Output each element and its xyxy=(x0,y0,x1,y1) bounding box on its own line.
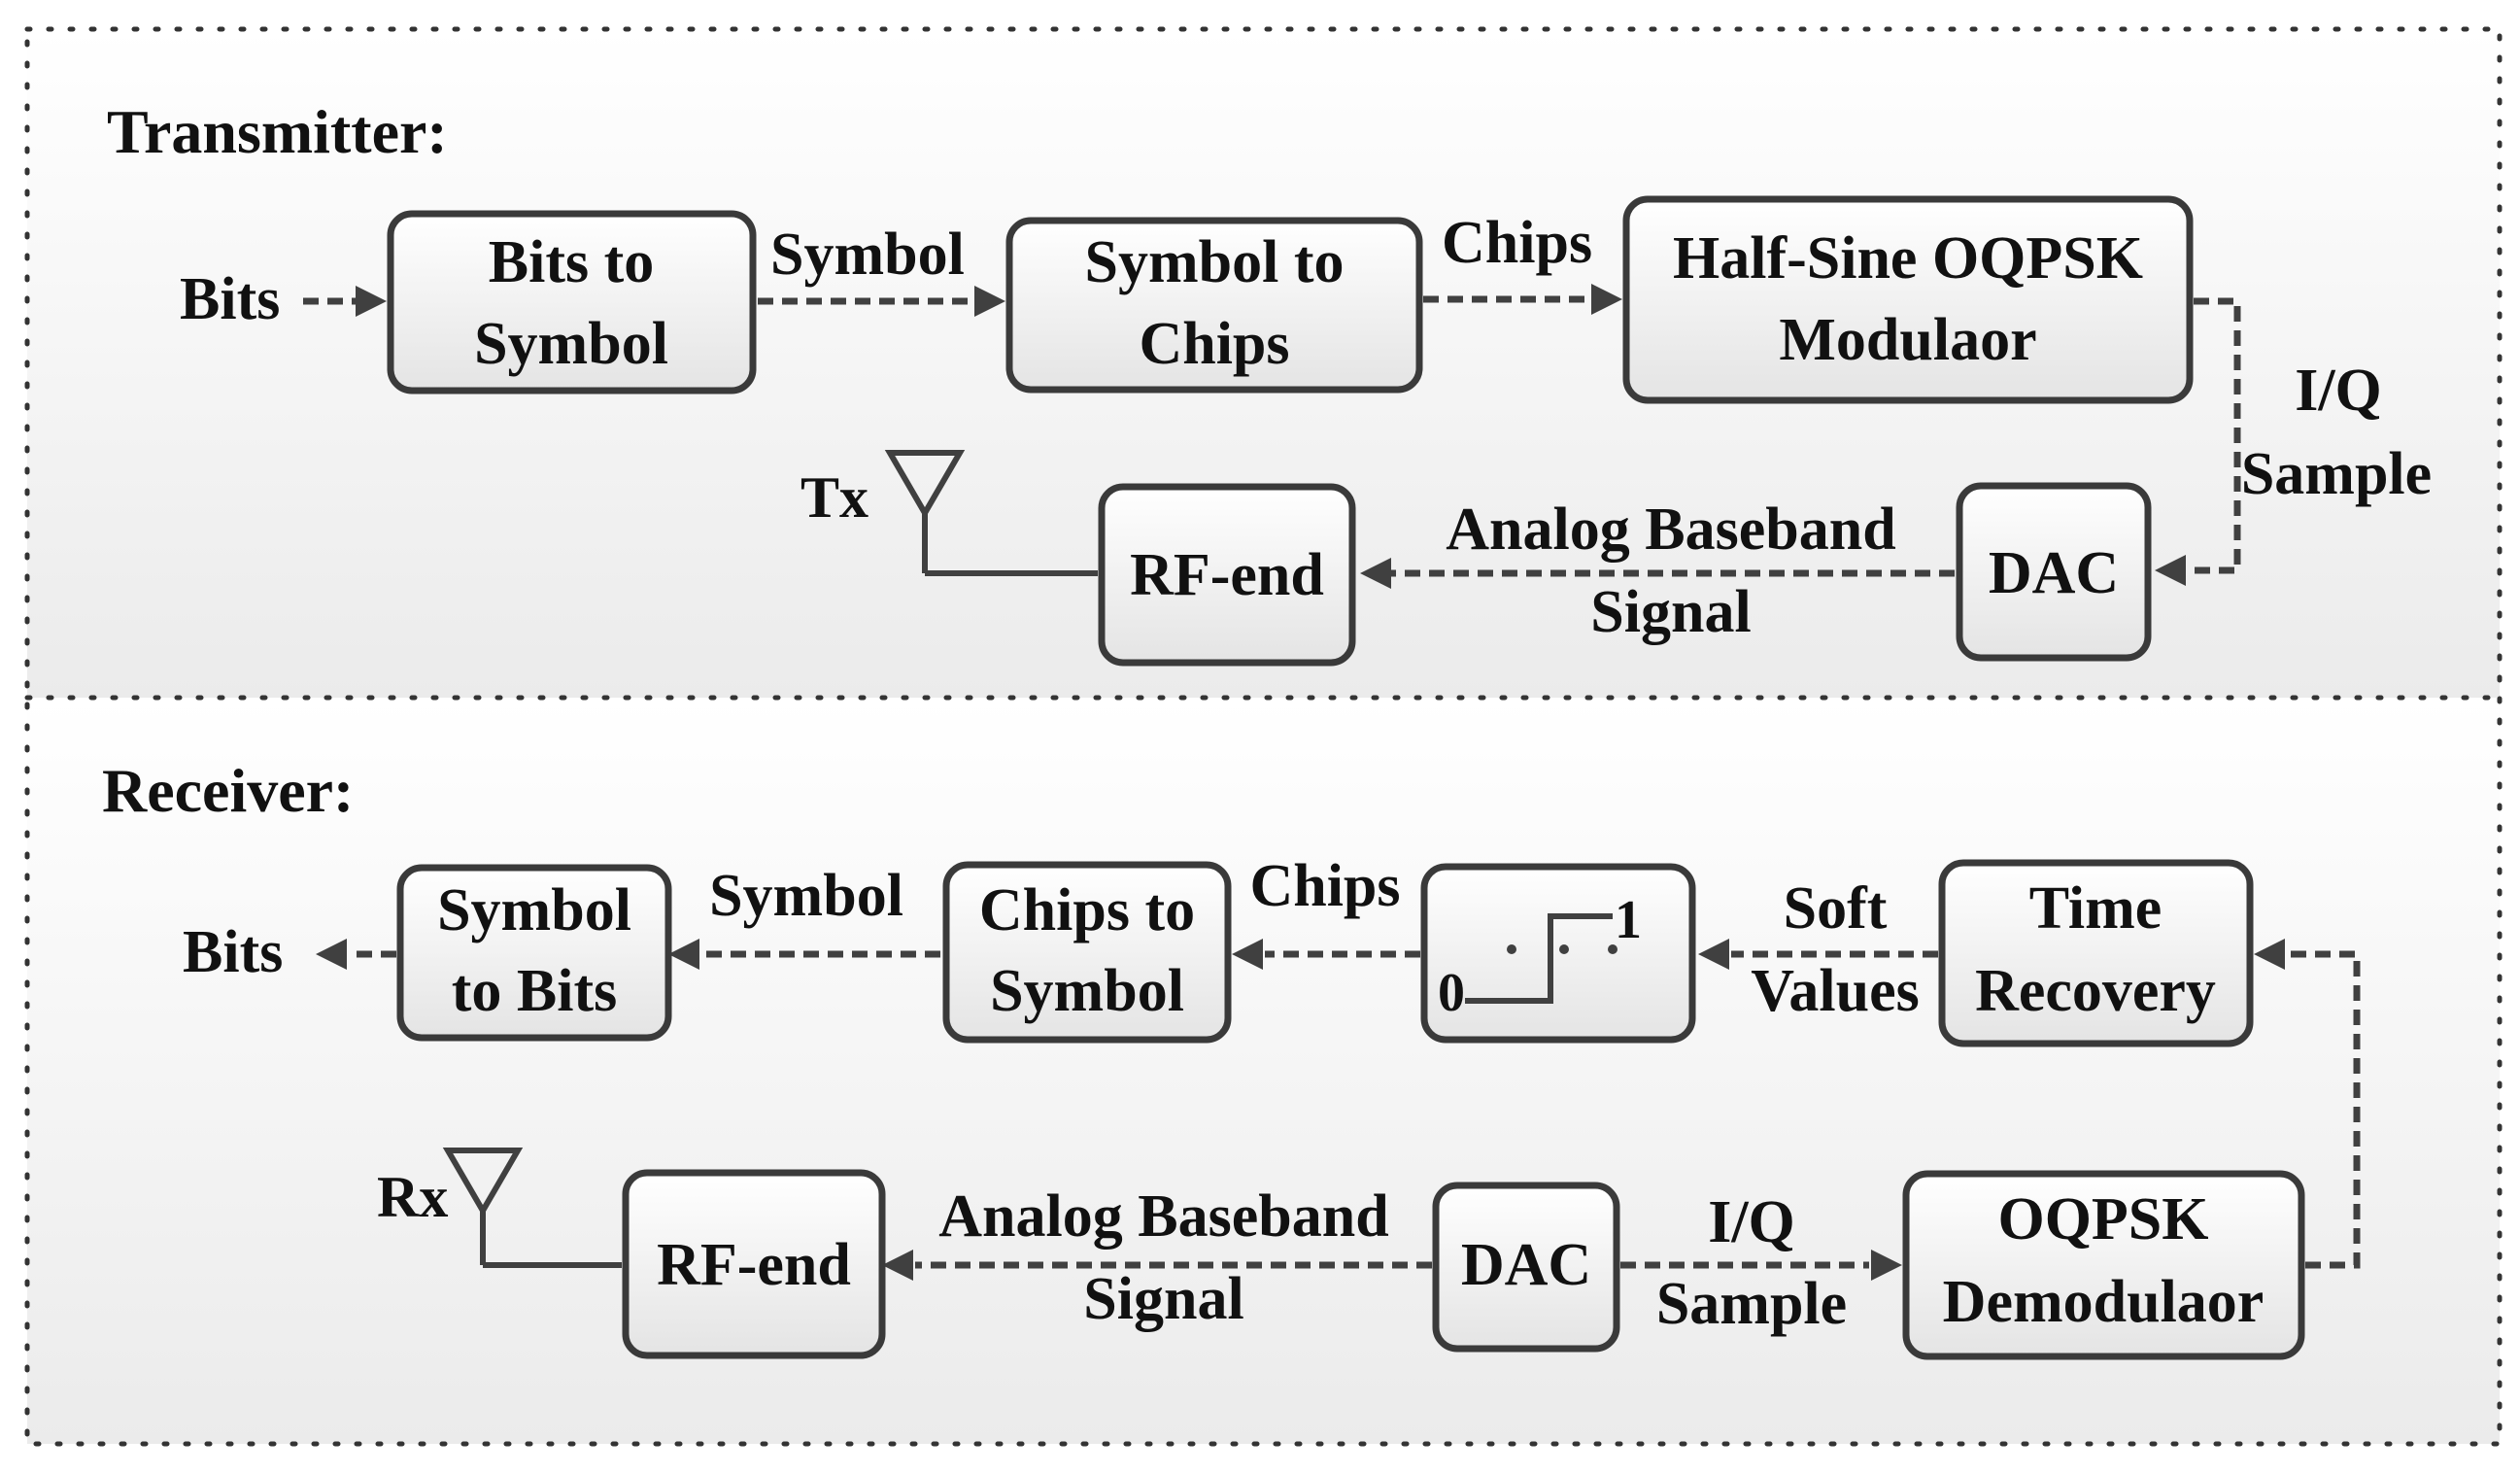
block-label-line: Demodulaor xyxy=(1943,1269,2265,1335)
arrowhead xyxy=(2254,939,2285,970)
block-label-line: RF-end xyxy=(657,1232,851,1298)
oqpsk-demodulator-block: OQPSK Demodulaor xyxy=(1902,1170,2305,1360)
rx-symbol-edge-label: Symbol xyxy=(709,863,903,929)
tx-arrowheads xyxy=(356,284,2186,589)
transmitter-title: Transmitter: xyxy=(107,97,448,166)
arrowhead xyxy=(882,1250,913,1281)
rx-antenna-icon xyxy=(442,1148,622,1268)
block-label-line: Symbol xyxy=(437,877,631,943)
arrowhead xyxy=(1360,558,1391,589)
block-label-line: Symbol to xyxy=(1085,229,1345,295)
rx-soft-label-line: Soft xyxy=(1784,875,1888,942)
block-label-line: DAC xyxy=(1461,1232,1591,1298)
symbol-to-bits-block: Symbol to Bits xyxy=(396,864,672,1042)
block-label-line: RF-end xyxy=(1130,542,1324,608)
rx-connectors xyxy=(349,950,2361,1269)
block-label-line: Recovery xyxy=(1975,958,2216,1024)
block-label-line: Bits to xyxy=(489,229,655,295)
block-label-line: Symbol xyxy=(474,311,668,377)
tx-rf-end-block: RF-end xyxy=(1098,483,1356,667)
arrowhead xyxy=(974,286,1005,317)
rx-values-label-line: Values xyxy=(1751,958,1919,1024)
rx-chips-edge-label: Chips xyxy=(1249,853,1400,919)
symbol-to-chips-block: Symbol to Chips xyxy=(1005,217,1423,394)
threshold-dots xyxy=(1507,944,1618,954)
tx-dac-block: DAC xyxy=(1956,482,2152,662)
tx-analog-baseband-label-line: Analog Baseband xyxy=(1446,497,1895,563)
threshold-step-icon xyxy=(1465,913,1613,1004)
block-label-line: Symbol xyxy=(990,958,1184,1024)
arrowhead xyxy=(1232,939,1263,970)
arrowhead xyxy=(316,939,347,970)
block-label-line: Time xyxy=(2029,875,2162,942)
rx-rf-end-block: RF-end xyxy=(622,1169,886,1359)
arrowhead xyxy=(1698,939,1729,970)
tx-antenna-label: Tx xyxy=(800,465,868,530)
tx-symbol-edge-label: Symbol xyxy=(770,222,965,288)
receiver-title: Receiver: xyxy=(102,756,354,825)
block-label-line: Chips xyxy=(1139,311,1289,377)
tx-connectors xyxy=(303,295,2241,577)
block-label-line: OQPSK xyxy=(1997,1186,2208,1252)
rx-dac-block: DAC xyxy=(1432,1182,1620,1353)
arrowhead xyxy=(2155,555,2186,586)
block-label-line: Chips to xyxy=(979,877,1195,943)
arrowhead xyxy=(1591,284,1622,315)
slicer-high-label: 1 xyxy=(1615,890,1642,950)
arrowhead xyxy=(356,286,387,317)
tx-chips-edge-label: Chips xyxy=(1442,210,1592,276)
tx-iq-label-line: I/Q xyxy=(2295,358,2382,424)
hard-decision-slicer-block: 0 1 xyxy=(1420,863,1696,1044)
rx-analog-baseband-label-line: Analog Baseband xyxy=(938,1183,1388,1250)
rx-arrowheads xyxy=(316,939,2285,1281)
rx-bits-output-label: Bits xyxy=(183,919,283,985)
half-sine-oqpsk-modulator-block: Half-Sine OQPSK Modulaor xyxy=(1622,195,2194,404)
arrowhead xyxy=(1871,1250,1902,1281)
arrowhead xyxy=(668,939,699,970)
tx-bits-input-label: Bits xyxy=(180,266,280,332)
chips-to-symbol-block: Chips to Symbol xyxy=(942,861,1232,1044)
tx-sample-label-line: Sample xyxy=(2241,441,2432,507)
tx-signal-label-line: Signal xyxy=(1590,579,1751,645)
rx-antenna-label: Rx xyxy=(377,1165,448,1229)
bits-to-symbol-block: Bits to Symbol xyxy=(387,210,757,394)
block-label-line: DAC xyxy=(1989,540,2119,606)
rx-signal-label-line: Signal xyxy=(1083,1266,1243,1332)
time-recovery-block: Time Recovery xyxy=(1938,859,2254,1047)
block-label-line: to Bits xyxy=(452,958,618,1024)
slicer-low-label: 0 xyxy=(1438,963,1465,1023)
rx-iq-label-line: I/Q xyxy=(1708,1189,1795,1255)
block-label-line: Modulaor xyxy=(1779,307,2036,373)
rx-sample-label-line: Sample xyxy=(1656,1271,1847,1337)
block-label-line: Half-Sine OQPSK xyxy=(1673,225,2143,291)
tx-antenna-icon xyxy=(884,450,1098,576)
